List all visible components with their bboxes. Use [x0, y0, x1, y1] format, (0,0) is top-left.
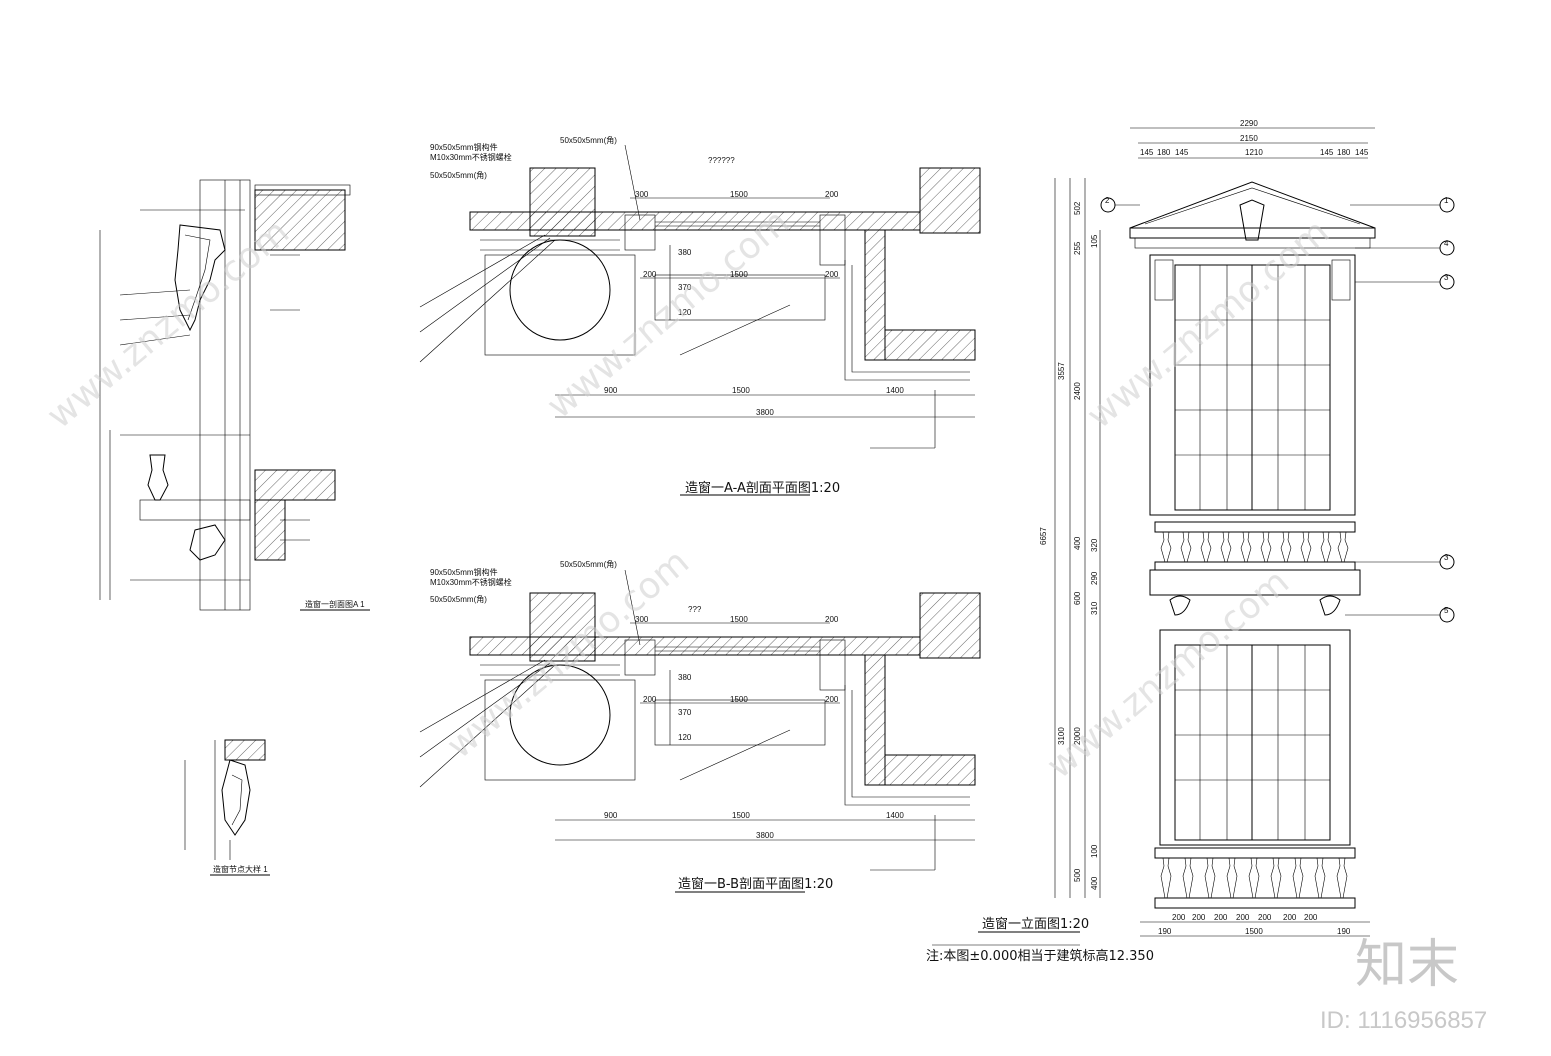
elev-bot-end-0: 190 — [1158, 927, 1172, 936]
plan-a-dim-top-1: 1500 — [730, 190, 748, 199]
plan-a-left-v-1: 370 — [678, 283, 692, 292]
plan-a-dim-mid-0: 200 — [643, 270, 657, 279]
plan-b-dim-mid-0: 200 — [643, 695, 657, 704]
detail-title: 造窗节点大样 1 — [213, 864, 268, 874]
plan-a-label-3: 50x50x5mm(角) — [560, 135, 617, 145]
lower-balusters — [1160, 857, 1348, 899]
elev-left-sub-1: 320 — [1090, 538, 1099, 552]
watermark-logo: 知末 — [1355, 935, 1459, 995]
elev-bot-1: 200 — [1192, 913, 1206, 922]
plan-b-dim-top-1: 1500 — [730, 615, 748, 624]
elev-top-dim-0: 2290 — [1240, 119, 1258, 128]
watermark-site-3: www.znzmo.com — [1079, 211, 1337, 436]
plan-b-dim-mid-2: 200 — [825, 695, 839, 704]
plan-b-dim-bot-2: 1400 — [886, 811, 904, 820]
elev-left-sub-4: 100 — [1090, 844, 1099, 858]
elev-left-6: 500 — [1073, 868, 1082, 882]
plan-a-label-1: M10x30mm不锈钢螺栓 — [430, 152, 512, 162]
elev-top-sub-6: 145 — [1355, 148, 1369, 157]
elev-left-sub-5: 400 — [1090, 876, 1099, 890]
elev-top-sub-4: 145 — [1320, 148, 1334, 157]
elev-left-0: 502 — [1073, 201, 1082, 215]
plan-a: 90x50x5mm钢构件 M10x30mm不锈钢螺栓 50x50x5mm(角) … — [419, 135, 981, 496]
elev-top-sub-1: 180 — [1157, 148, 1171, 157]
plan-a-dim-top-0: 300 — [635, 190, 649, 199]
elev-left-4: 600 — [1073, 591, 1082, 605]
callout-1: 4 — [1444, 239, 1449, 248]
plan-b-title: 造窗一B-B剖面平面图1:20 — [678, 876, 833, 892]
upper-window-grid — [1175, 265, 1330, 510]
plan-a-dim-bot-1: 1500 — [732, 386, 750, 395]
elev-top-sub-2: 145 — [1175, 148, 1189, 157]
plan-b-dim-total: 3800 — [756, 831, 774, 840]
plan-b-label-3: 50x50x5mm(角) — [560, 559, 617, 569]
elev-left-5: 2000 — [1073, 727, 1082, 745]
elev-bot-3: 200 — [1236, 913, 1250, 922]
callout-3: 3 — [1444, 553, 1449, 562]
upper-balusters — [1160, 531, 1349, 563]
callout-4: 5 — [1444, 606, 1449, 615]
plan-b-left-v-2: 120 — [678, 733, 692, 742]
elev-bot-total: 1500 — [1245, 927, 1263, 936]
elev-bot-2: 200 — [1214, 913, 1228, 922]
elev-bot-4: 200 — [1258, 913, 1272, 922]
plan-b-label-1: M10x30mm不锈钢螺栓 — [430, 577, 512, 587]
elev-left-sub-3: 310 — [1090, 601, 1099, 615]
callout-0: 1 — [1444, 196, 1449, 205]
plan-b-dim-top-2: 200 — [825, 615, 839, 624]
section-detail: 造窗一剖面图A 1 — [99, 179, 370, 611]
small-detail: 造窗节点大样 1 — [184, 739, 270, 876]
plan-a-left-v-2: 120 — [678, 308, 692, 317]
elev-left-2: 2400 — [1073, 382, 1082, 400]
plan-b-left-v-1: 370 — [678, 708, 692, 717]
plan-a-label-4: ?????? — [708, 156, 735, 165]
plan-a-label-2: 50x50x5mm(角) — [430, 170, 487, 180]
plan-b-label-0: 90x50x5mm钢构件 — [430, 567, 498, 577]
plan-b-label-2: 50x50x5mm(角) — [430, 594, 487, 604]
watermark-site-1: www.znzmo.com — [39, 211, 297, 436]
elev-bot-6: 200 — [1304, 913, 1318, 922]
section-title: 造窗一剖面图A 1 — [305, 599, 365, 609]
plan-a-left-v-0: 380 — [678, 248, 692, 257]
plan-b-dim-bot-0: 900 — [604, 811, 618, 820]
elevation-title: 造窗一立面图1:20 — [982, 916, 1089, 932]
plan-a-dim-bot-2: 1400 — [886, 386, 904, 395]
elev-left-3: 400 — [1073, 536, 1082, 550]
lower-window-grid — [1175, 645, 1330, 840]
plan-b-dim-bot-1: 1500 — [732, 811, 750, 820]
plan-a-dim-bot-0: 900 — [604, 386, 618, 395]
elev-top-dim-1: 2150 — [1240, 134, 1258, 143]
elev-total-1: 3557 — [1057, 362, 1066, 380]
plan-a-dim-total: 3800 — [756, 408, 774, 417]
elev-total-0: 6657 — [1039, 527, 1048, 545]
callout-markers: 1 4 3 3 5 2 — [1100, 196, 1455, 623]
watermarks: www.znzmo.com www.znzmo.com www.znzmo.co… — [39, 201, 1487, 1034]
plan-a-label-0: 90x50x5mm钢构件 — [430, 142, 498, 152]
elev-left-sub-0: 105 — [1090, 234, 1099, 248]
elev-total-2: 3100 — [1057, 727, 1066, 745]
plan-a-dim-mid-1: 1500 — [730, 270, 748, 279]
elev-bot-end-1: 190 — [1337, 927, 1351, 936]
plan-a-dim-mid-2: 200 — [825, 270, 839, 279]
elev-left-1: 255 — [1073, 241, 1082, 255]
plan-b-dim-mid-1: 1500 — [730, 695, 748, 704]
plan-a-dim-top-2: 200 — [825, 190, 839, 199]
plan-b-label-4: ??? — [688, 605, 702, 614]
elev-top-sub-3: 1210 — [1245, 148, 1263, 157]
elevation: 2290 2150 145 180 145 1210 145 180 145 — [926, 119, 1455, 964]
callout-2: 3 — [1444, 273, 1449, 282]
elev-bot-0: 200 — [1172, 913, 1186, 922]
elev-bot-5: 200 — [1283, 913, 1297, 922]
elev-top-sub-0: 145 — [1140, 148, 1154, 157]
elev-left-sub-2: 290 — [1090, 571, 1099, 585]
callout-5: 2 — [1105, 196, 1110, 205]
plan-b-left-v-0: 380 — [678, 673, 692, 682]
watermark-id: ID: 1116956857 — [1320, 1007, 1487, 1034]
elev-top-sub-5: 180 — [1337, 148, 1351, 157]
elevation-note: 注:本图±0.000相当于建筑标高12.350 — [926, 948, 1154, 964]
plan-a-title: 造窗一A-A剖面平面图1:20 — [685, 480, 840, 496]
plan-b: 90x50x5mm钢构件 M10x30mm不锈钢螺栓 50x50x5mm(角) … — [419, 559, 981, 893]
plan-b-dim-top-0: 300 — [635, 615, 649, 624]
